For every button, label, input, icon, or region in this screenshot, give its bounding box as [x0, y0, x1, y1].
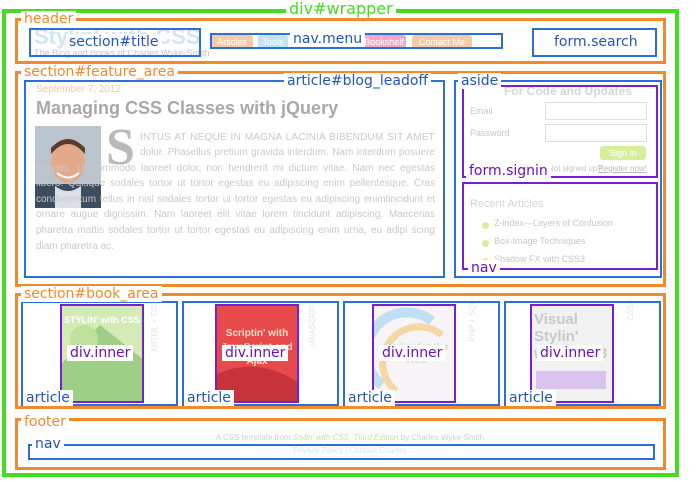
email-field[interactable]: [545, 102, 647, 120]
recent-item[interactable]: Shadow FX with CSS3: [494, 254, 586, 264]
post-body: dolor. Phasellus pretium gravida interdu…: [36, 147, 435, 252]
author-photo: [35, 126, 101, 208]
menu-item-tools[interactable]: Tools: [258, 35, 288, 49]
post-title: Managing CSS Classes with jQuery: [36, 98, 339, 118]
menu-item-contact[interactable]: Contact Me: [412, 35, 472, 49]
site-tagline: The Blog and Books of Charles Wyke-Smith: [34, 48, 210, 58]
recent-heading: Recent Articles: [470, 198, 544, 210]
book-area-box: [15, 293, 666, 409]
book-article-box-2: [182, 301, 339, 406]
feature-area-label: section#feature_area: [21, 64, 178, 80]
title-section-label: section#title: [66, 34, 162, 50]
register-link[interactable]: Register now!: [598, 164, 647, 173]
book-cover-1-title: STYLIN' with CSS: [64, 315, 140, 325]
book-article-box-1: [21, 301, 178, 406]
book-article-box-4: [504, 301, 661, 406]
aside-box: [454, 80, 662, 278]
search-form-label: form.search: [551, 34, 641, 50]
header-label: header: [21, 11, 77, 27]
book-inner-label-1: div.inner: [67, 345, 134, 361]
feature-area-box: [15, 71, 666, 287]
book-area-label: section#book_area: [21, 286, 162, 302]
blog-leadoff-label: article#blog_leadoff: [284, 73, 432, 89]
post-lead-caps: INTUS AT NEQUE IN MAGNA LACINIA BIBENDUM…: [140, 132, 435, 143]
signin-form-label: form.signin: [466, 163, 551, 179]
menu-item-bookshelf[interactable]: Bookshelf: [362, 35, 406, 49]
recent-item-bullet-icon: [482, 240, 489, 247]
book-article-label-4: article: [506, 390, 556, 406]
book-inner-box-1: [60, 304, 144, 403]
footer-label: footer: [21, 414, 69, 430]
footer-nav-label: nav: [32, 436, 64, 452]
password-label: Password: [470, 128, 510, 138]
footer-credit: A CSS template from Stylin' with CSS, Th…: [0, 433, 700, 442]
book-inner-label-3: div.inner: [379, 345, 446, 361]
search-form-box: [532, 28, 657, 57]
recent-item[interactable]: Z-index—Layers of Confusion: [494, 218, 614, 228]
book-inner-box-4: [530, 304, 614, 403]
post-date: September 7, 2012: [36, 84, 122, 95]
email-label: Email: [470, 106, 493, 116]
footer-nav-box: [28, 444, 655, 460]
book-inner-label-4: div.inner: [537, 345, 604, 361]
menu-nav-label: nav.menu: [290, 31, 366, 47]
footer-links[interactable]: Privacy Policy | Contact Charles: [293, 446, 407, 455]
book-article-label-2: article: [184, 390, 234, 406]
book-article-box-3: [343, 301, 500, 406]
title-section-box: [29, 28, 201, 57]
book-article-label-1: article: [23, 390, 73, 406]
footer-text: A CSS template from: [215, 433, 291, 442]
signin-heading: For Code and Updates: [504, 84, 633, 98]
book-article-label-3: article: [345, 390, 395, 406]
wrapper-label: div#wrapper: [286, 1, 396, 17]
footer-author: by Charles Wyke-Smith: [400, 433, 485, 442]
aside-nav-box: [462, 182, 658, 270]
book-inner-box-3: [372, 304, 456, 403]
blog-leadoff-box: [24, 80, 445, 278]
recent-item-bullet-icon: [482, 222, 489, 229]
header-box: [15, 18, 666, 64]
aside-nav-label: nav: [468, 260, 500, 276]
footer-box: [15, 418, 666, 470]
aside-label: aside: [458, 73, 502, 89]
password-field[interactable]: [545, 124, 647, 142]
recent-item[interactable]: Box-Image Techniques: [494, 236, 586, 246]
book-inner-label-2: div.inner: [222, 345, 289, 361]
menu-item-articles[interactable]: Articles: [211, 35, 253, 49]
signup-text: Not signed up?: [548, 164, 602, 173]
book-inner-box-2: [215, 304, 299, 403]
signin-button[interactable]: Sign In: [600, 146, 646, 160]
footer-book-link[interactable]: Stylin' with CSS, Third Edition: [292, 433, 399, 442]
signin-form-box: [462, 85, 658, 178]
drop-cap: S: [106, 119, 135, 176]
